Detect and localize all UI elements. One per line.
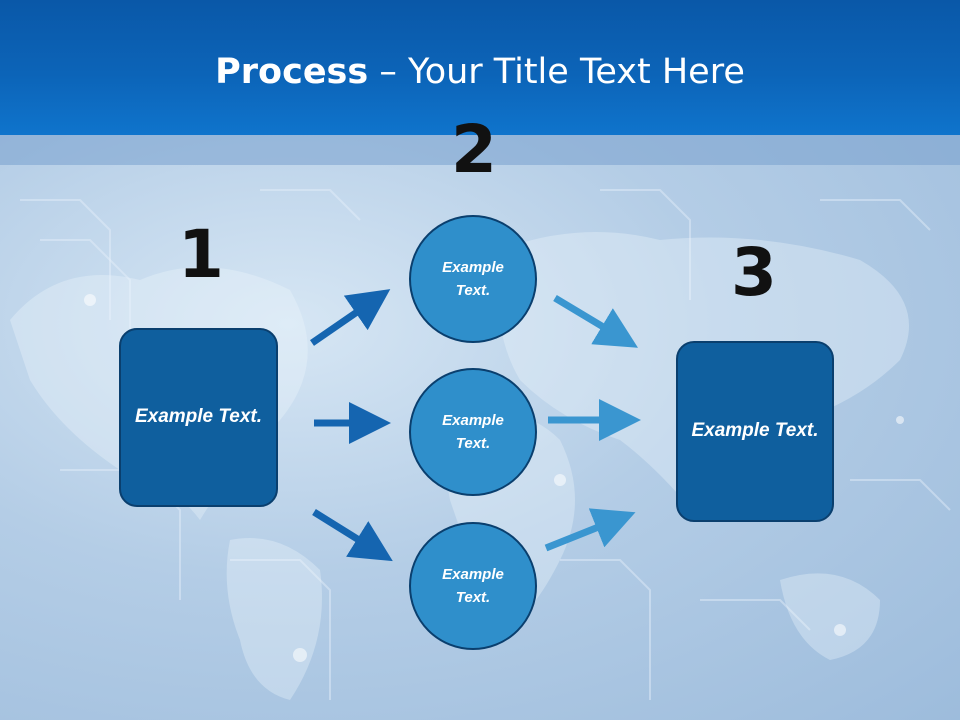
arrow-bottom-to-right <box>544 508 636 552</box>
title-bar <box>0 0 960 135</box>
header-band <box>0 135 960 165</box>
step-number-3[interactable]: 3 <box>731 234 777 311</box>
left-process-box[interactable]: Example Text. <box>119 328 278 507</box>
title-bold-part: Process <box>215 52 369 92</box>
title-rest-part: – Your Title Text Here <box>368 52 745 92</box>
step-number-2[interactable]: 2 <box>451 111 497 188</box>
arrow-top-to-right <box>553 294 639 348</box>
slide-title[interactable]: Process – Your Title Text Here <box>0 52 960 92</box>
process-circle-bottom[interactable]: Example Text. <box>409 522 537 650</box>
step-number-1[interactable]: 1 <box>178 216 224 293</box>
arrow-left-to-top <box>310 289 391 346</box>
right-process-box[interactable]: Example Text. <box>676 341 834 522</box>
process-circle-middle[interactable]: Example Text. <box>409 368 537 496</box>
arrow-left-to-bottom <box>312 509 393 562</box>
process-circle-top[interactable]: Example Text. <box>409 215 537 343</box>
